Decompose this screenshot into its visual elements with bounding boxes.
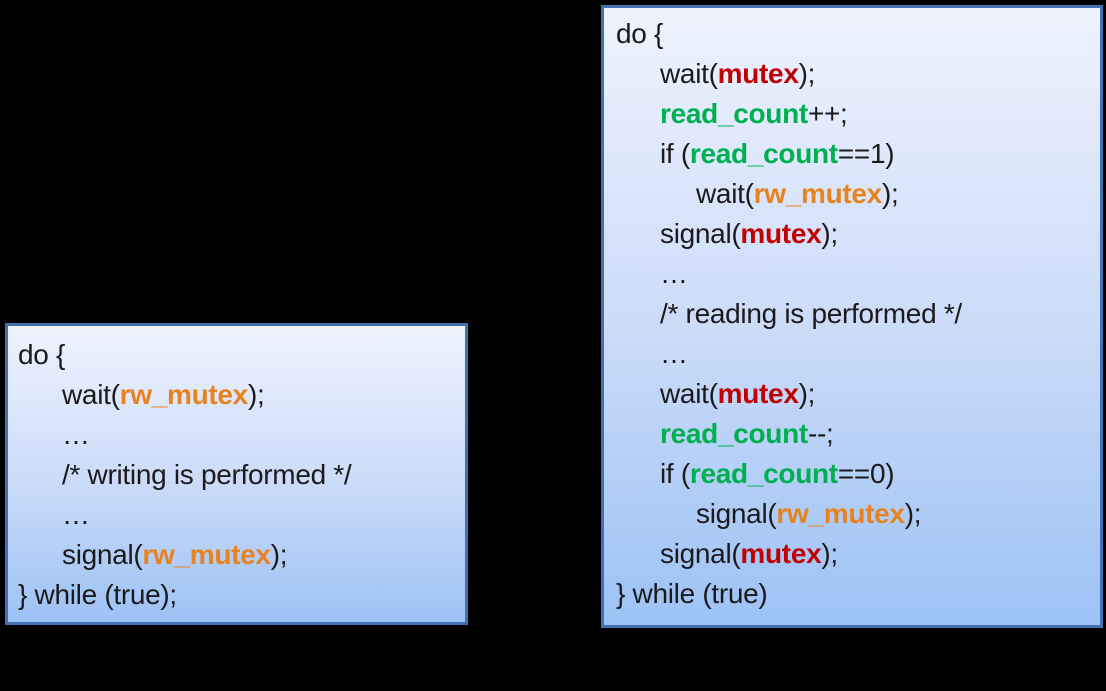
identifier-rw_mutex: rw_mutex xyxy=(119,379,249,410)
code-text: ); xyxy=(798,58,816,89)
code-text: wait( xyxy=(660,58,718,89)
identifier-read_count: read_count xyxy=(660,418,808,449)
code-line: … xyxy=(18,415,455,455)
code-line: } while (true); xyxy=(18,575,455,615)
identifier-mutex: mutex xyxy=(717,378,799,409)
code-line: wait(rw_mutex); xyxy=(18,375,455,415)
code-text: do { xyxy=(616,18,664,49)
code-text: ); xyxy=(881,178,899,209)
code-text: … xyxy=(62,499,90,530)
identifier-mutex: mutex xyxy=(717,58,799,89)
code-text: wait( xyxy=(660,378,718,409)
identifier-read_count: read_count xyxy=(660,98,808,129)
code-line: … xyxy=(18,495,455,535)
writer-process-code-box: do {wait(rw_mutex);…/* writing is perfor… xyxy=(5,323,468,625)
code-line: wait(mutex); xyxy=(616,54,1088,94)
code-line: do { xyxy=(18,335,455,375)
code-text: signal( xyxy=(660,218,741,249)
code-line: read_count++; xyxy=(616,94,1088,134)
code-text: --; xyxy=(807,418,834,449)
code-text: /* reading is performed */ xyxy=(660,298,962,329)
code-text: } while (true) xyxy=(616,578,768,609)
code-line: … xyxy=(616,334,1088,374)
identifier-rw_mutex: rw_mutex xyxy=(142,539,271,570)
identifier-read_count: read_count xyxy=(689,138,838,169)
code-line: wait(rw_mutex); xyxy=(616,174,1088,214)
reader-process-code-box: do {wait(mutex);read_count++;if (read_co… xyxy=(601,5,1103,628)
code-line: … xyxy=(616,254,1088,294)
code-text: } while (true); xyxy=(18,579,177,610)
code-line: signal(rw_mutex); xyxy=(18,535,455,575)
code-text: wait( xyxy=(62,379,120,410)
code-text: ++; xyxy=(807,98,848,129)
code-text: signal( xyxy=(696,498,777,529)
code-line: if (read_count==0) xyxy=(616,454,1088,494)
code-text: if ( xyxy=(660,138,690,169)
identifier-read_count: read_count xyxy=(689,458,838,489)
code-line: signal(rw_mutex); xyxy=(616,494,1088,534)
code-text: signal( xyxy=(660,538,741,569)
code-text: ==0) xyxy=(837,458,895,489)
code-text: do { xyxy=(18,339,66,370)
code-line: wait(mutex); xyxy=(616,374,1088,414)
code-line: /* writing is performed */ xyxy=(18,455,455,495)
code-text: ); xyxy=(798,378,816,409)
code-line: do { xyxy=(616,14,1088,54)
code-text: ); xyxy=(270,539,288,570)
code-line: signal(mutex); xyxy=(616,534,1088,574)
code-text: … xyxy=(62,419,90,450)
code-line: /* reading is performed */ xyxy=(616,294,1088,334)
identifier-mutex: mutex xyxy=(740,538,822,569)
code-text: ==1) xyxy=(837,138,895,169)
code-line: read_count--; xyxy=(616,414,1088,454)
code-text: signal( xyxy=(62,539,143,570)
code-text: … xyxy=(660,258,688,289)
code-line: } while (true) xyxy=(616,574,1088,614)
code-text: if ( xyxy=(660,458,690,489)
identifier-rw_mutex: rw_mutex xyxy=(776,498,905,529)
code-text: wait( xyxy=(696,178,754,209)
code-text: ); xyxy=(821,218,838,249)
code-text: … xyxy=(660,338,688,369)
identifier-mutex: mutex xyxy=(740,218,822,249)
code-text: ); xyxy=(904,498,922,529)
code-line: if (read_count==1) xyxy=(616,134,1088,174)
code-line: signal(mutex); xyxy=(616,214,1088,254)
code-text: /* writing is performed */ xyxy=(62,459,352,490)
identifier-rw_mutex: rw_mutex xyxy=(753,178,883,209)
code-text: ); xyxy=(821,538,838,569)
code-text: ); xyxy=(247,379,265,410)
